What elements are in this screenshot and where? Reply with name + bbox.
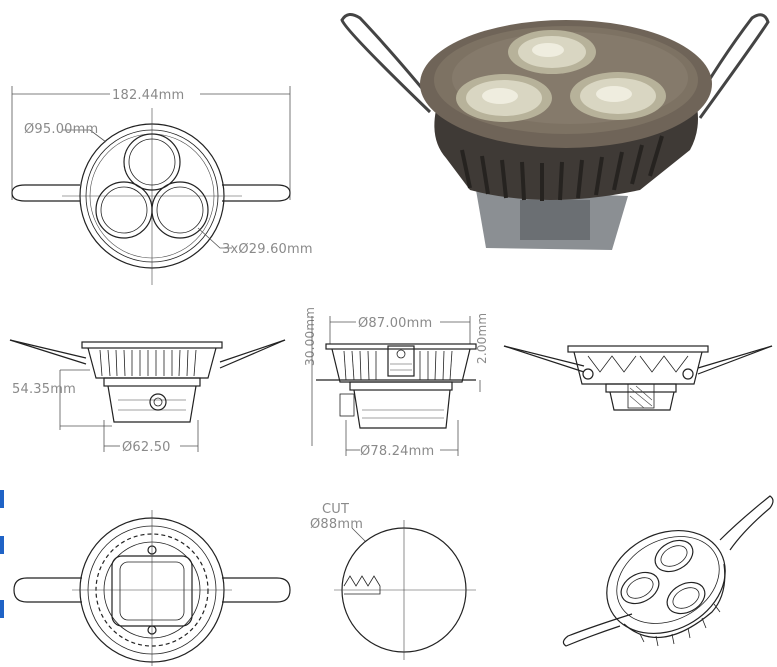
body-diameter-label: Ø95.00mm: [24, 122, 98, 137]
photo-lens-top: [508, 30, 596, 74]
flange-thickness-label: 2.00mm: [475, 313, 489, 364]
top-view: 182.44mm Ø95.00mm 3xØ29.60mm: [11, 86, 313, 285]
section-view: [503, 345, 773, 411]
cut-diameter-label: Ø88mm: [310, 517, 363, 532]
cutout-view: CUT Ø88mm: [310, 502, 476, 660]
product-photo: [340, 13, 770, 250]
photo-lens-left: [456, 74, 552, 122]
photo-lens-right: [570, 72, 666, 120]
isometric-view: [562, 495, 774, 647]
lens-left: [95, 181, 153, 239]
bottom-view: [0, 490, 291, 666]
lens-diameter-label: 3xØ29.60mm: [222, 242, 313, 257]
lens-right: [151, 181, 209, 239]
top-diameter-label: Ø87.00mm: [358, 316, 432, 331]
overall-width-label: 182.44mm: [112, 88, 184, 103]
side-view-center: Ø87.00mm 30.00mm 2.00mm: [303, 307, 489, 459]
side-view-left: 54.35mm Ø62.50: [9, 339, 286, 455]
top-height-label: 30.00mm: [303, 307, 317, 366]
height-label: 54.35mm: [12, 382, 76, 397]
cut-label: CUT: [322, 502, 349, 517]
base-diameter-label: Ø78.24mm: [360, 444, 434, 459]
lens-top: [123, 133, 181, 191]
bottom-diameter-label: Ø62.50: [122, 440, 171, 455]
